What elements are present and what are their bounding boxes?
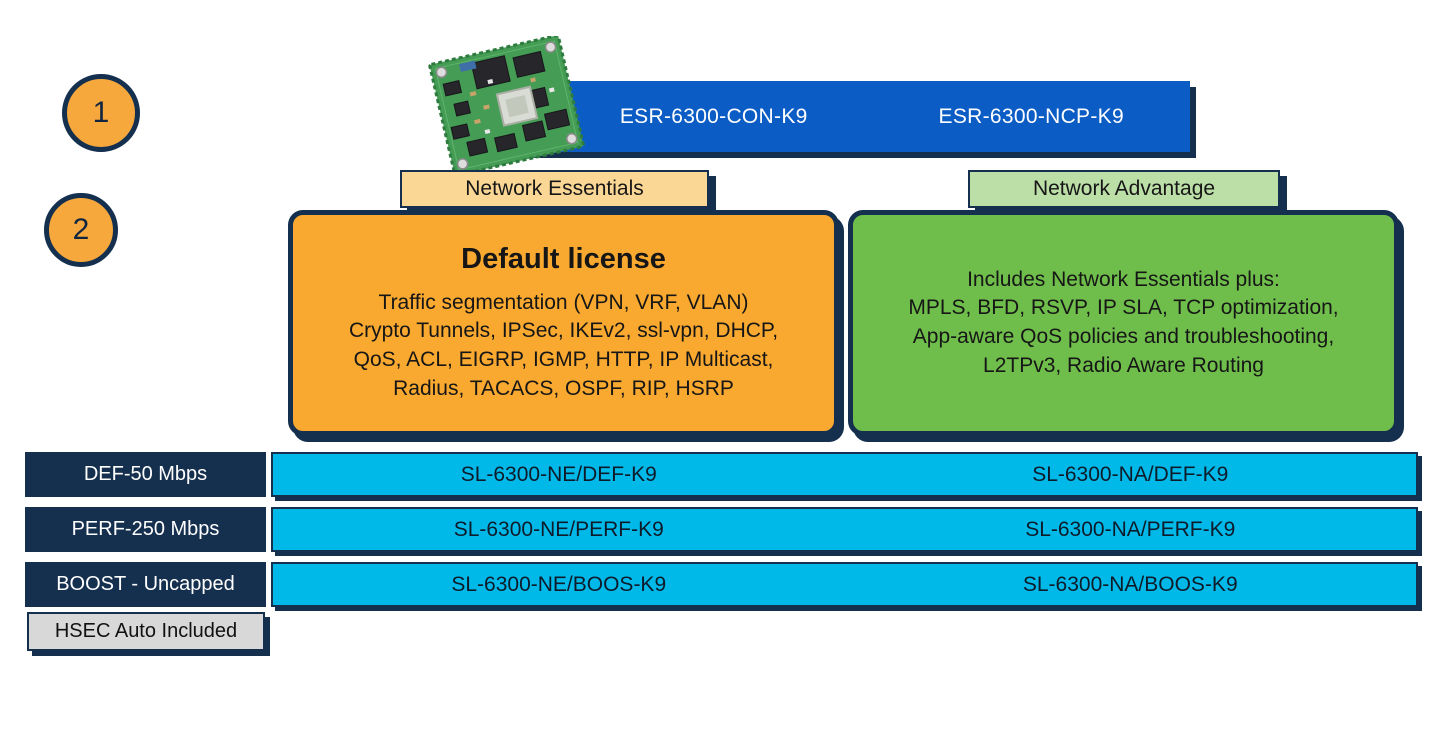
step-1-badge: 1: [62, 74, 140, 152]
step-2-badge: 2: [44, 193, 118, 267]
circuit-board-image: [424, 34, 594, 178]
network-advantage-box: Includes Network Essentials plus: MPLS, …: [848, 210, 1399, 436]
circuit-board-icon: [428, 34, 585, 177]
sku-row-boost: SL-6300-NE/BOOS-K9 SL-6300-NA/BOOS-K9: [271, 562, 1418, 607]
tier-header-na-label: Network Advantage: [1032, 177, 1216, 200]
row-label-boost: BOOST - Uncapped: [25, 562, 266, 607]
row-label-def: DEF-50 Mbps: [25, 452, 266, 497]
row-label-boost-text: BOOST - Uncapped: [56, 573, 235, 595]
tier-header-network-advantage: Network Advantage: [968, 170, 1280, 208]
hsec-note: HSEC Auto Included: [27, 612, 265, 651]
step-1-number: 1: [92, 96, 110, 129]
step-2-number: 2: [72, 213, 90, 246]
hardware-sku-bar: ESR-6300-CON-K9 ESR-6300-NCP-K9: [489, 81, 1190, 152]
sku-row-perf: SL-6300-NE/PERF-K9 SL-6300-NA/PERF-K9: [271, 507, 1418, 552]
row-label-perf-text: PERF-250 Mbps: [71, 518, 220, 540]
sku-row-def: SL-6300-NE/DEF-K9 SL-6300-NA/DEF-K9: [271, 452, 1418, 497]
tier-header-ne-label: Network Essentials: [465, 177, 644, 200]
sku-ne-boost: SL-6300-NE/BOOS-K9: [451, 572, 667, 596]
row-label-perf: PERF-250 Mbps: [25, 507, 266, 552]
tier-header-network-essentials: Network Essentials: [400, 170, 709, 208]
hardware-sku-ncp: ESR-6300-NCP-K9: [938, 104, 1124, 128]
network-essentials-box: Default license Traffic segmentation (VP…: [288, 210, 839, 436]
row-label-def-text: DEF-50 Mbps: [83, 463, 208, 485]
sku-na-boost: SL-6300-NA/BOOS-K9: [1022, 572, 1238, 596]
default-license-title: Default license: [461, 242, 666, 275]
network-advantage-features: Includes Network Essentials plus: MPLS, …: [908, 267, 1339, 377]
network-essentials-features: Traffic segmentation (VPN, VRF, VLAN) Cr…: [348, 290, 779, 400]
sku-ne-perf: SL-6300-NE/PERF-K9: [453, 517, 664, 541]
hardware-sku-con: ESR-6300-CON-K9: [619, 104, 808, 128]
sku-ne-def: SL-6300-NE/DEF-K9: [460, 462, 657, 486]
sku-na-perf: SL-6300-NA/PERF-K9: [1025, 517, 1236, 541]
sku-na-def: SL-6300-NA/DEF-K9: [1032, 462, 1229, 486]
hsec-note-text: HSEC Auto Included: [54, 620, 238, 642]
